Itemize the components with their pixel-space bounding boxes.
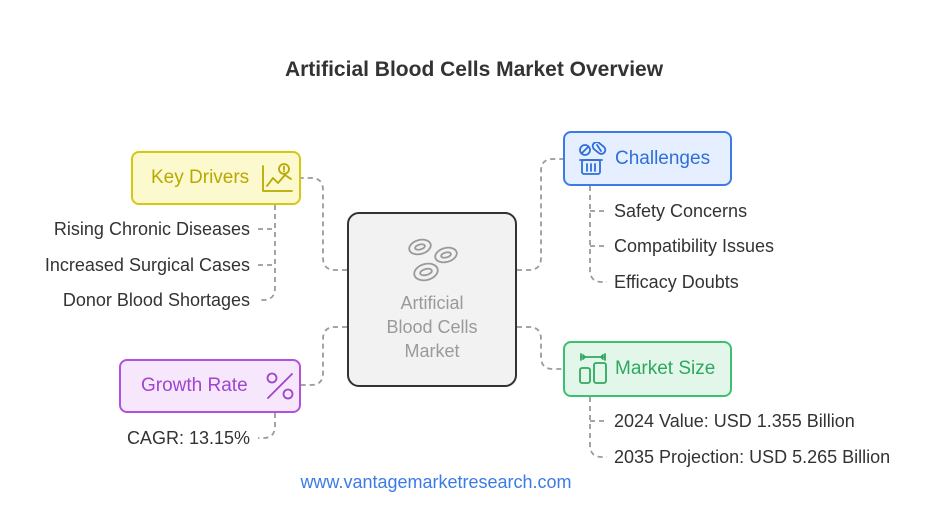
key-driver-item: Rising Chronic Diseases [53,219,250,239]
blood-cells-icon [408,238,458,281]
growth-rate-node: Growth Rate [119,359,301,413]
challenge-item: Compatibility Issues [614,236,775,256]
challenge-item: Efficacy Doubts [614,272,739,292]
market-size-node: Market Size [563,341,732,397]
growth-rate-label: Growth Rate [141,375,248,396]
key-drivers-node: Key Drivers [131,151,301,205]
challenges-label: Challenges [615,147,711,169]
center-label: Artificial Blood Cells Market [386,292,478,361]
challenge-item: Safety Concerns [614,201,748,221]
market-size-item: 2035 Projection: USD 5.265 Billion [614,447,891,467]
key-driver-item: Donor Blood Shortages [62,290,250,310]
key-drivers-label: Key Drivers [151,167,250,188]
percent-icon [266,372,294,400]
market-size-label: Market Size [615,358,716,379]
pills-container-icon [579,141,607,175]
source-link[interactable]: www.vantagemarketresearch.com [300,472,572,492]
growth-chart-icon [262,163,294,192]
growth-rate-item: CAGR: 13.15% [126,428,250,448]
key-driver-item: Increased Surgical Cases [44,255,250,275]
center-node: Artificial Blood Cells Market [347,212,517,387]
size-compare-icon [579,353,607,384]
challenges-node: Challenges [563,131,732,186]
market-size-item: 2024 Value: USD 1.355 Billion [614,411,855,431]
page-title: Artificial Blood Cells Market Overview [284,58,664,81]
